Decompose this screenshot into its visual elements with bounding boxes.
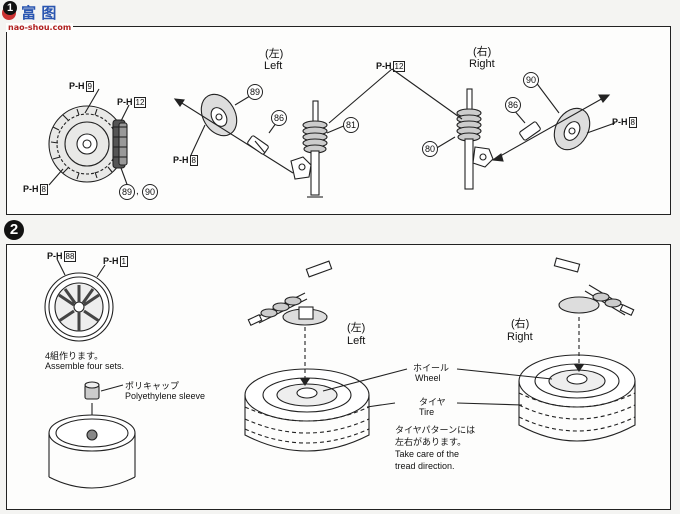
part-number-89-left: 89 xyxy=(247,84,263,100)
part-tag-box: 12 xyxy=(392,61,406,72)
assemble-note-en: Assemble four sets. xyxy=(45,361,125,371)
wheel-label-en: Wheel xyxy=(415,373,441,383)
part-number-80: 80 xyxy=(422,141,438,157)
tread-note-en-2: tread direction. xyxy=(395,461,455,471)
left-tire-drawing xyxy=(244,368,370,452)
assemble-note-jp: 4組作ります。 xyxy=(45,351,104,361)
part-number-86-right: 86 xyxy=(505,97,521,113)
part-number-81: 81 xyxy=(343,117,359,133)
step-1-number: 1 xyxy=(3,1,17,15)
right-axle-drawing xyxy=(553,257,635,316)
left-label-jp: (左) xyxy=(265,48,284,60)
right-hub-drawing xyxy=(553,107,591,151)
right-label-jp: (右) xyxy=(473,46,492,58)
part-tag-label: P-H xyxy=(173,155,189,165)
brake-disc-drawing xyxy=(48,105,128,183)
step2-right-label-jp: (右) xyxy=(511,318,530,330)
right-tire-drawing xyxy=(518,354,636,442)
part-tag-box: 8 xyxy=(189,155,198,166)
left-strut-drawing xyxy=(290,100,328,198)
tread-note-jp-1: タイヤパターンには xyxy=(395,425,476,435)
part-tag-box: 1 xyxy=(119,256,128,267)
step-2-number: 2 xyxy=(4,220,24,240)
right-label-en: Right xyxy=(469,58,495,70)
polycap-drawing xyxy=(84,381,100,400)
step-1-drawing xyxy=(48,68,616,198)
watermark-url: nao-shou.com xyxy=(6,23,74,32)
step-2-drawing xyxy=(44,257,636,489)
part-number-separator: , xyxy=(136,186,139,197)
polycap-label-en: Polyethylene sleeve xyxy=(125,391,206,401)
step2-right-label-en: Right xyxy=(507,331,533,343)
tread-note-en-1: Take care of the xyxy=(395,449,460,459)
part-number-90-disc: 90 xyxy=(142,184,158,200)
tire-label-jp: タイヤ xyxy=(419,395,446,408)
part-number-89-disc: 89 xyxy=(119,184,135,200)
tread-note-jp-2: 左右があります。 xyxy=(395,437,467,447)
right-strut-drawing xyxy=(456,88,494,190)
part-number-90-right: 90 xyxy=(523,72,539,88)
step2-left-label-jp: (左) xyxy=(347,322,366,334)
polycap-label-jp: ポリキャップ xyxy=(125,381,180,391)
part-tag-label: P-H xyxy=(47,251,63,261)
part-tag-label: P-H xyxy=(376,61,392,71)
part-tag-label: P-H xyxy=(117,97,133,107)
part-number-86-left: 86 xyxy=(271,110,287,126)
part-tag-label: P-H xyxy=(103,256,119,266)
left-axle-drawing xyxy=(247,260,333,326)
wheel-label-jp: ホイール xyxy=(413,361,450,374)
part-tag-box: 88 xyxy=(63,251,77,262)
part-tag-box: 8 xyxy=(39,184,48,195)
logo-text: 富 图 xyxy=(21,4,57,22)
wheel-front-drawing xyxy=(44,272,114,342)
part-tag-box: 8 xyxy=(628,117,637,128)
left-label-en: Left xyxy=(264,60,283,72)
tire-label-en: Tire xyxy=(419,407,435,417)
part-tag-box: 9 xyxy=(85,81,94,92)
part-tag-label: P-H xyxy=(612,117,628,127)
part-tag-box: 12 xyxy=(133,97,147,108)
left-hub-drawing xyxy=(200,93,238,137)
part-tag-label: P-H xyxy=(23,184,39,194)
wheel-side-drawing xyxy=(48,414,136,489)
step2-left-label-en: Left xyxy=(347,335,366,347)
part-tag-label: P-H xyxy=(69,81,85,91)
